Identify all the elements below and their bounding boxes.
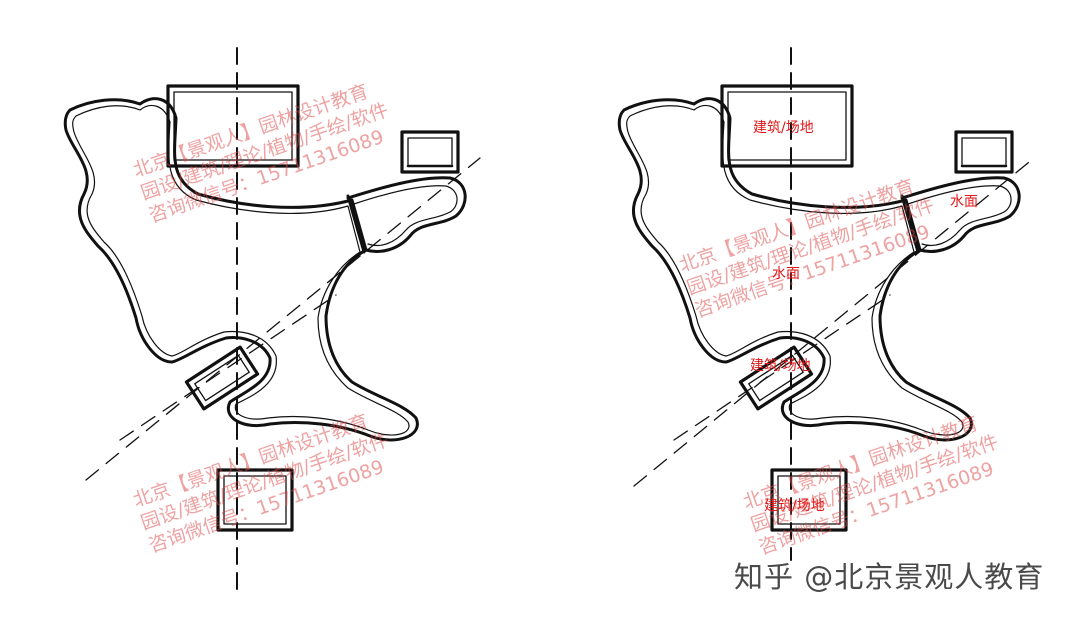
right-diagonal-axis-b	[673, 294, 891, 441]
left-building-top	[166, 84, 300, 168]
right-building-top-right	[954, 130, 1014, 174]
label-building-middle: 建筑/场地	[750, 358, 811, 374]
left-diagonal-axis-b	[119, 294, 337, 441]
platform-watermark: 知乎 @北京景观人教育	[734, 560, 1045, 594]
right-building-middle	[738, 345, 814, 411]
label-building-bottom: 建筑/场地	[764, 498, 825, 514]
left-diagonal-axis-a	[85, 157, 481, 481]
right-building-bottom	[770, 468, 848, 532]
left-building-middle	[184, 345, 260, 411]
left-building-bottom	[216, 468, 294, 532]
right-sketch	[617, 47, 1035, 561]
label-building-top: 建筑/场地	[753, 120, 814, 136]
label-water-right: 水面	[950, 194, 978, 210]
right-diagonal-axis-a	[633, 157, 1035, 487]
left-pond-outline	[63, 97, 419, 442]
right-small-pond	[900, 176, 1021, 254]
left-building-top-right	[400, 130, 460, 174]
right-pond-outline	[617, 97, 973, 442]
left-small-pond	[346, 176, 467, 254]
left-sketch	[63, 47, 481, 599]
label-water-center: 水面	[772, 266, 800, 282]
right-building-top	[720, 84, 854, 168]
